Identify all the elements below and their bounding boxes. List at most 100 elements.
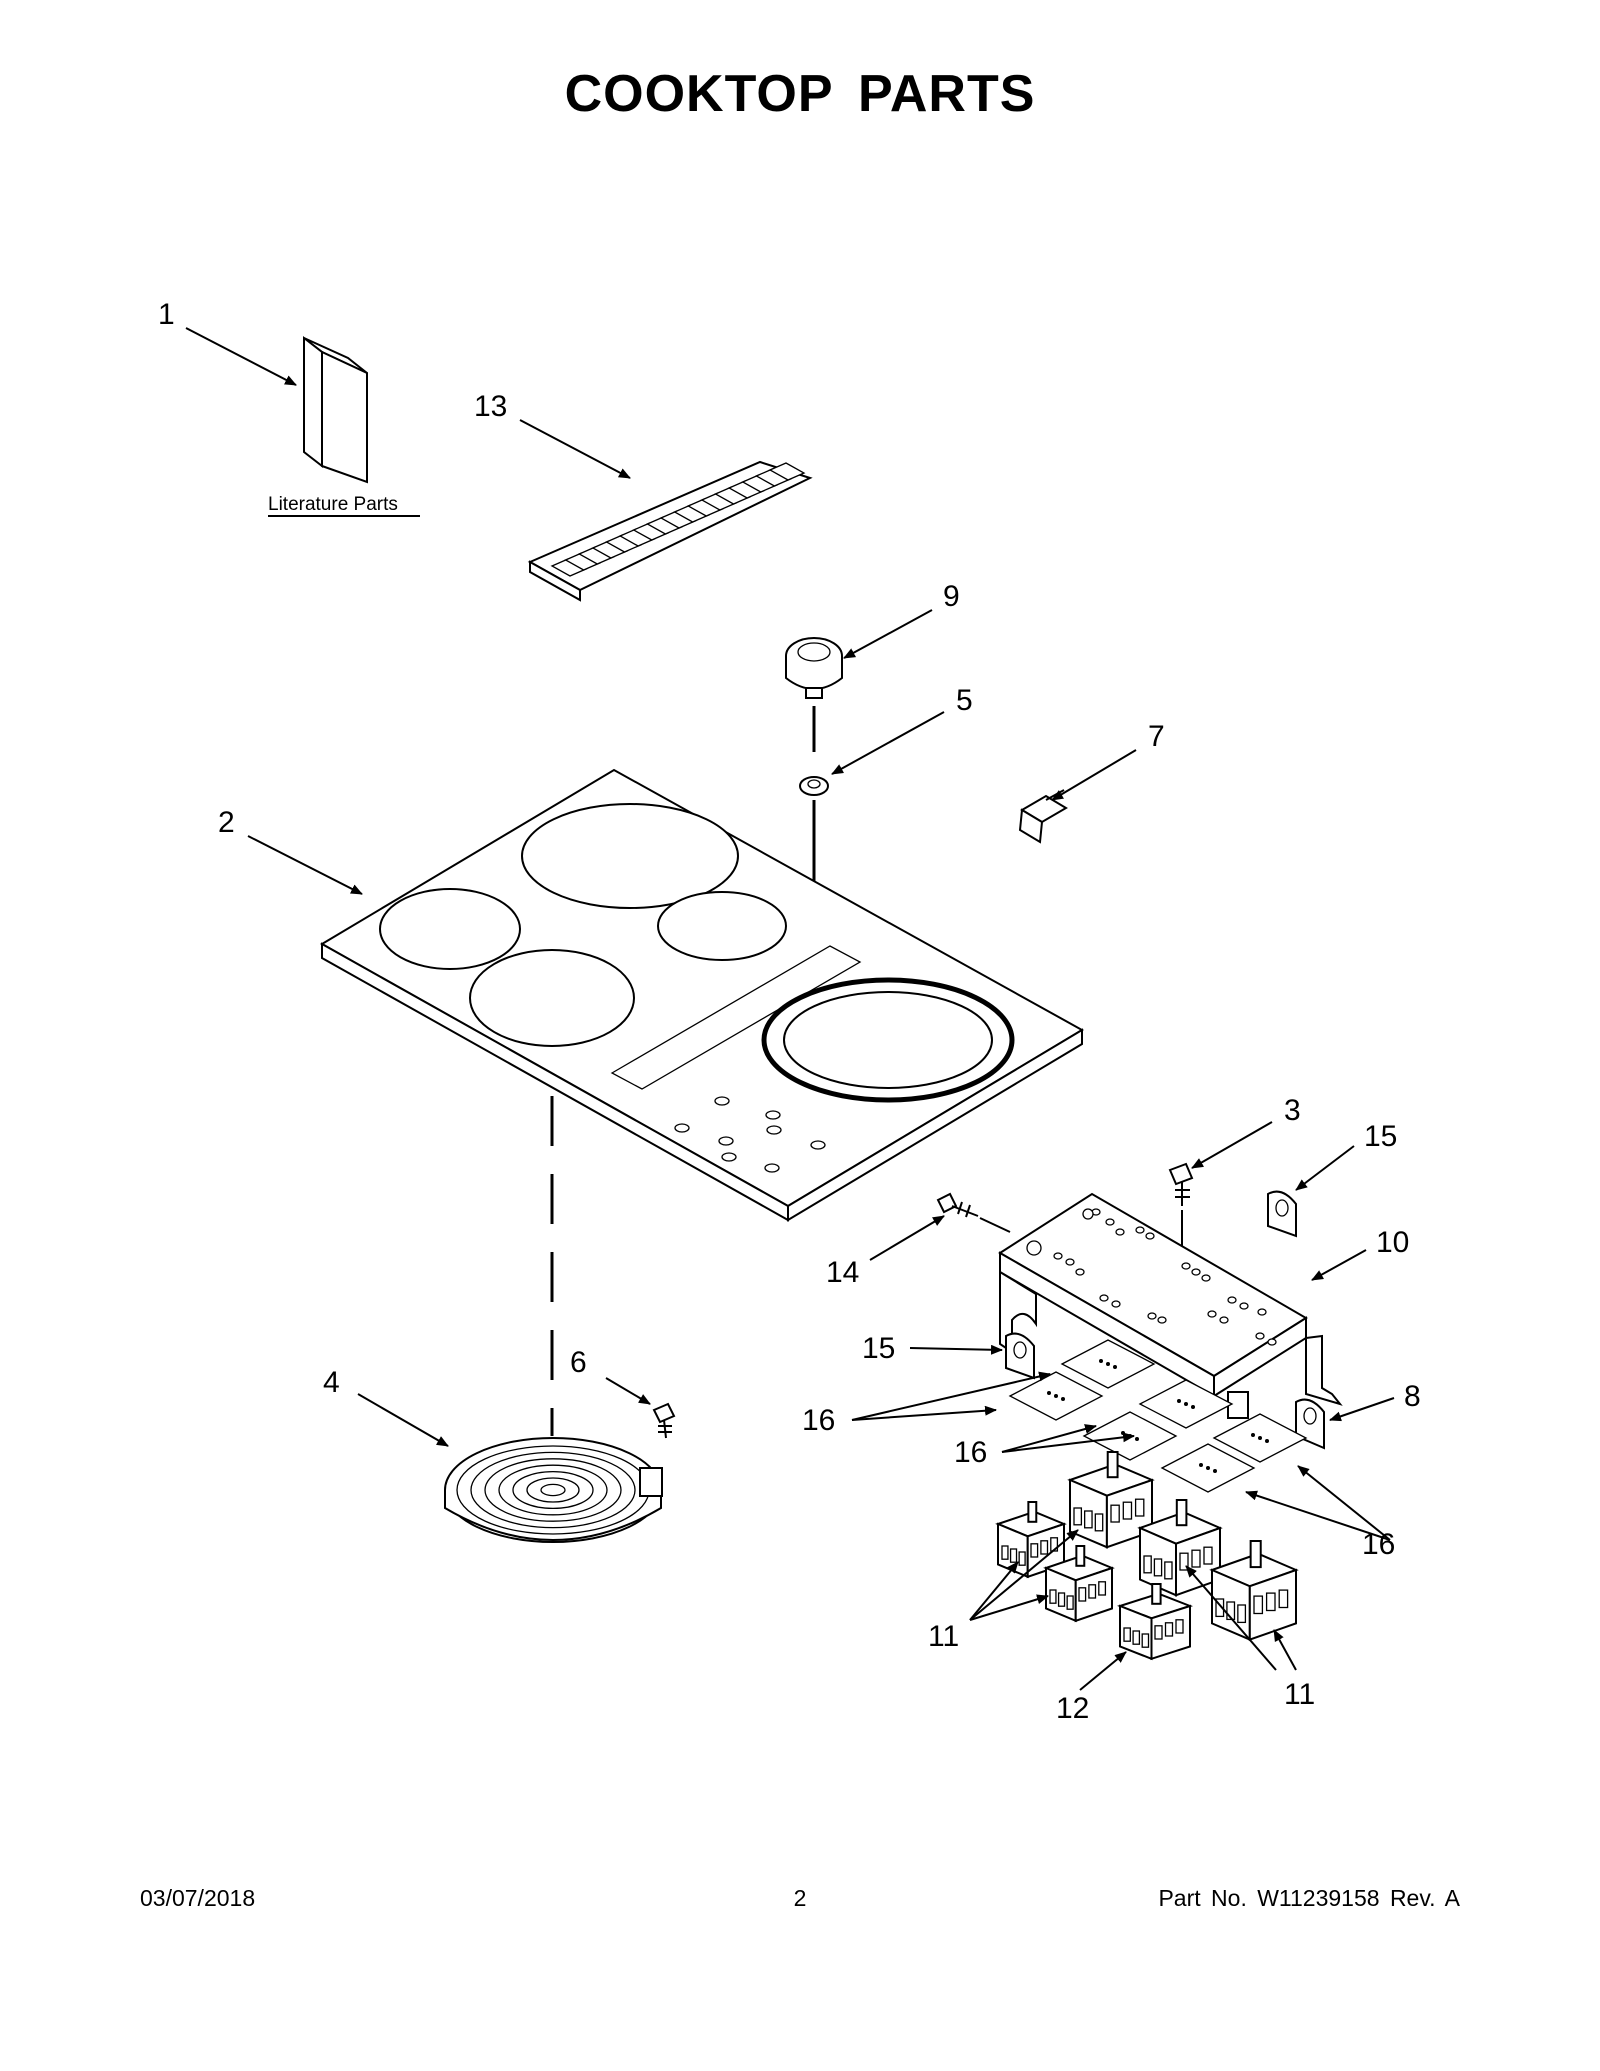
callout-14[interactable]: 14: [826, 1256, 859, 1289]
literature-booklet-part[interactable]: [303, 335, 368, 484]
control-knob-part[interactable]: [785, 637, 843, 699]
callout-11-left[interactable]: 11: [928, 1620, 959, 1653]
callout-11-right[interactable]: 11: [1284, 1678, 1315, 1711]
bracket-hole: [1227, 1296, 1237, 1304]
coil-ring: [484, 1458, 622, 1522]
pad-hole: [1258, 1436, 1262, 1440]
vent-grille-part[interactable]: [527, 460, 813, 602]
screw-part[interactable]: [652, 1402, 676, 1439]
bracket-hole: [1082, 1208, 1094, 1220]
footer-date: 03/07/2018: [140, 1885, 256, 1911]
coil-ring: [470, 1451, 636, 1529]
callout-1[interactable]: 1: [158, 298, 175, 331]
callout-7[interactable]: 7: [1148, 720, 1165, 753]
wire-clip-part[interactable]: [1018, 789, 1068, 844]
pad-hole: [1061, 1397, 1065, 1401]
callout-6[interactable]: 6: [570, 1346, 587, 1379]
infinite-switches-part[interactable]: [995, 1451, 1299, 1661]
bracket-hole: [1239, 1302, 1249, 1310]
bracket-hole: [1135, 1226, 1145, 1234]
callout-10[interactable]: 10: [1376, 1226, 1409, 1259]
bracket-hole: [1105, 1218, 1115, 1226]
pad-hole: [1191, 1405, 1195, 1409]
insulator-pads-part[interactable]: [1008, 1339, 1308, 1493]
control-hole: [766, 1125, 782, 1135]
control-bracket-part[interactable]: [998, 1192, 1343, 1419]
callout-leaders: [185, 327, 1395, 1691]
callout-9[interactable]: 9: [943, 580, 960, 613]
switch-center: [1137, 1499, 1223, 1597]
callout-15-lower[interactable]: 15: [862, 1332, 895, 1365]
callout-16-middle[interactable]: 16: [954, 1436, 987, 1469]
bracket-hole: [1115, 1228, 1125, 1236]
callout-8[interactable]: 8: [1404, 1380, 1421, 1413]
bracket-hole: [1099, 1294, 1109, 1302]
grille-slot: [768, 462, 806, 481]
leader-arrow: [605, 1377, 651, 1405]
side-screw-part[interactable]: [936, 1192, 979, 1218]
leader-arrow: [851, 1405, 997, 1421]
bracket-hole: [1181, 1262, 1191, 1270]
leader-arrow: [969, 1594, 1049, 1621]
callout-16-right[interactable]: 16: [1362, 1528, 1395, 1561]
leader-arrow: [247, 835, 363, 895]
switch-right: [1209, 1540, 1299, 1642]
radiant-element-part[interactable]: [444, 1437, 663, 1543]
pad-hole: [1251, 1433, 1255, 1437]
mounting-screw-part[interactable]: [1168, 1162, 1194, 1206]
coil-ring: [512, 1470, 594, 1510]
glass-cooktop-part[interactable]: [320, 768, 1085, 1222]
pad-hole: [1206, 1466, 1210, 1470]
wire-guide-part-upper[interactable]: [1267, 1190, 1297, 1238]
callout-16-left[interactable]: 16: [802, 1404, 835, 1437]
bracket-hole: [1026, 1240, 1042, 1256]
pad-hole: [1184, 1402, 1188, 1406]
leader-arrow: [1245, 1490, 1391, 1541]
bracket-hole: [1219, 1316, 1229, 1324]
coil-ring: [498, 1464, 608, 1516]
pad-hole: [1135, 1437, 1139, 1441]
pad-hole: [1047, 1391, 1051, 1395]
pad-hole: [1106, 1362, 1110, 1366]
leader-arrow: [357, 1393, 449, 1447]
control-hole: [718, 1136, 734, 1146]
bracket-hole: [1157, 1316, 1167, 1324]
footer-part-number: Part No. W11239158 Rev. A: [1158, 1885, 1460, 1911]
leader-arrow: [1191, 1121, 1273, 1169]
control-hole: [810, 1140, 826, 1150]
leader-arrow: [519, 419, 631, 479]
footer-page-number: 2: [793, 1885, 807, 1911]
leader-arrow: [1185, 1565, 1277, 1671]
switch-12-rear: [1067, 1451, 1155, 1549]
control-hole: [674, 1123, 690, 1133]
leader-arrow: [1001, 1424, 1097, 1453]
callout-3[interactable]: 3: [1284, 1094, 1301, 1127]
callout-2[interactable]: 2: [218, 806, 235, 839]
callout-12[interactable]: 12: [1056, 1692, 1089, 1725]
callout-5[interactable]: 5: [956, 684, 973, 717]
leader-arrow: [1311, 1249, 1367, 1281]
leader-arrow: [869, 1215, 945, 1261]
bracket-hole: [1201, 1274, 1211, 1282]
bracket-hole: [1111, 1300, 1121, 1308]
pad-hole: [1265, 1439, 1269, 1443]
callout-13[interactable]: 13: [474, 390, 507, 423]
callout-15-upper[interactable]: 15: [1364, 1120, 1397, 1153]
bracket-hole: [1191, 1268, 1201, 1276]
leader-arrow: [1297, 1465, 1391, 1541]
pad-hole: [1099, 1359, 1103, 1363]
grommet-part[interactable]: [799, 776, 829, 796]
bracket-hole: [1075, 1268, 1085, 1276]
bracket-hole: [1257, 1308, 1267, 1316]
bracket-hole: [1267, 1338, 1277, 1346]
literature-parts-label[interactable]: Literature Parts: [268, 494, 398, 515]
callout-4[interactable]: 4: [323, 1366, 340, 1399]
leader-arrow: [831, 711, 945, 775]
wire-guide-part-lower[interactable]: [1005, 1332, 1035, 1380]
pad-hole: [1199, 1463, 1203, 1467]
leader-arrow: [851, 1371, 1051, 1421]
leader-arrow: [1329, 1397, 1395, 1422]
control-hole: [765, 1110, 781, 1120]
leader-arrow: [909, 1344, 1003, 1355]
